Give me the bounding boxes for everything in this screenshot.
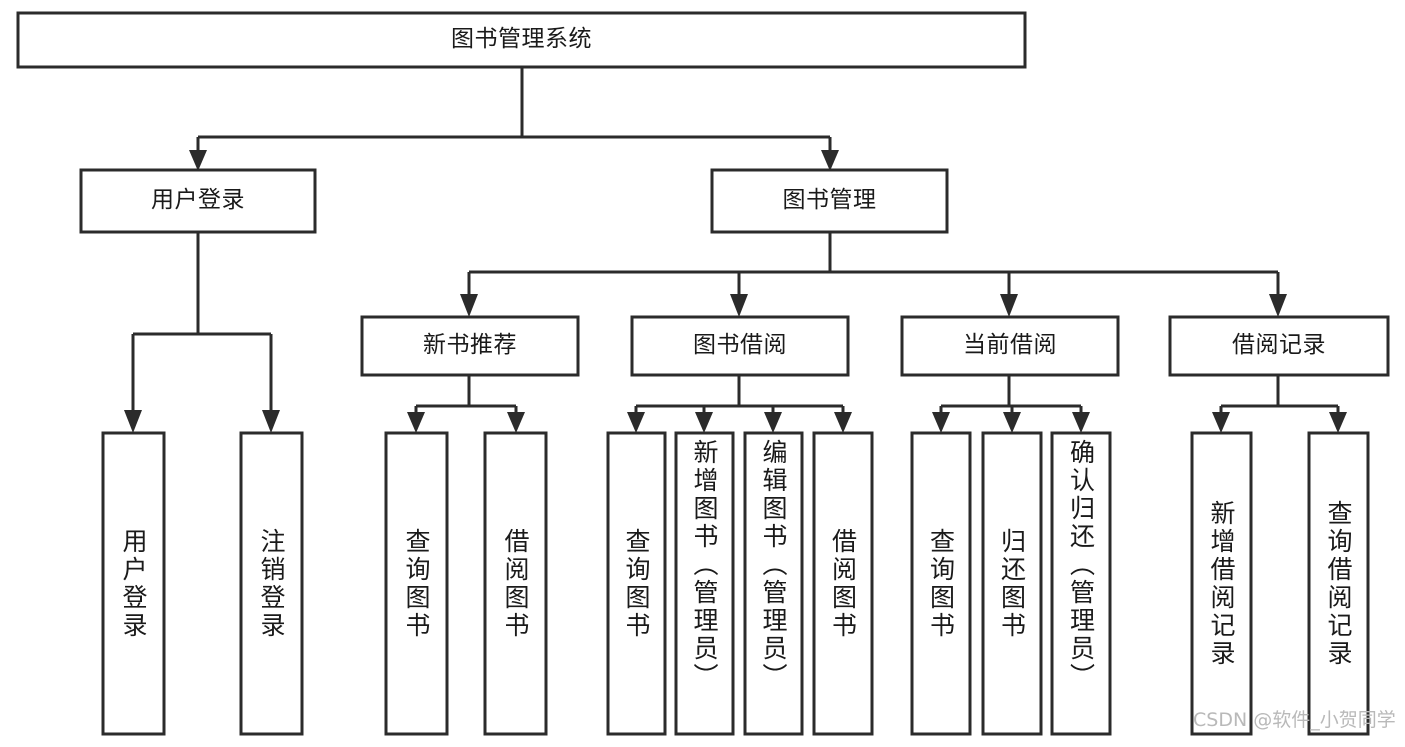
arrow-head-leaf-query-book-recommend [407,412,425,433]
node-box-book-management[interactable] [710,168,949,234]
node-box-leaf-query-book-recommend[interactable] [384,431,449,736]
node-box-leaf-query-book-borrow[interactable] [606,431,667,736]
arrow-head-leaf-logout-login [262,410,280,433]
node-box-borrow-record[interactable] [1168,315,1390,377]
node-box-leaf-user-login[interactable] [101,431,166,736]
arrow-head-leaf-add-borrow-record [1212,412,1230,433]
arrow-head-leaf-user-login [124,410,142,433]
node-box-book-borrow[interactable] [630,315,850,377]
arrow-head-new-book-recommend [460,294,478,317]
node-box-current-borrow[interactable] [900,315,1120,377]
node-box-leaf-borrow-book-recommend[interactable] [483,431,548,736]
arrow-head-leaf-add-book-admin [695,412,713,433]
node-box-user-login[interactable] [79,168,317,234]
arrow-head-leaf-query-book-current [932,412,950,433]
node-box-leaf-query-borrow-record[interactable] [1307,431,1370,736]
arrow-head-leaf-return-book [1003,412,1021,433]
arrow-head-book-management [821,150,839,171]
arrow-head-current-borrow [1000,294,1018,317]
connector-layer [124,67,1347,433]
arrow-head-user-login [189,150,207,171]
node-box-leaf-confirm-return-admin[interactable] [1050,431,1112,736]
node-box-leaf-add-borrow-record[interactable] [1190,431,1253,736]
node-box-root[interactable] [16,11,1027,69]
node-box-leaf-add-book-admin[interactable] [674,431,735,736]
arrow-head-leaf-borrow-book-recommend [507,412,525,433]
arrow-head-leaf-edit-book-admin [764,412,782,433]
node-box-leaf-return-book[interactable] [981,431,1043,736]
node-box-new-book-recommend[interactable] [360,315,580,377]
node-box-leaf-query-book-current[interactable] [910,431,972,736]
arrow-head-book-borrow [730,294,748,317]
arrow-head-leaf-confirm-return-admin [1072,412,1090,433]
node-box-leaf-borrow-book[interactable] [812,431,874,736]
arrow-head-borrow-record [1269,294,1287,317]
node-box-leaf-edit-book-admin[interactable] [743,431,804,736]
arrow-head-leaf-borrow-book [834,412,852,433]
arrow-head-leaf-query-borrow-record [1329,412,1347,433]
arrow-head-leaf-query-book-borrow [627,412,645,433]
node-box-layer [16,11,1390,736]
node-box-leaf-logout-login[interactable] [239,431,304,736]
